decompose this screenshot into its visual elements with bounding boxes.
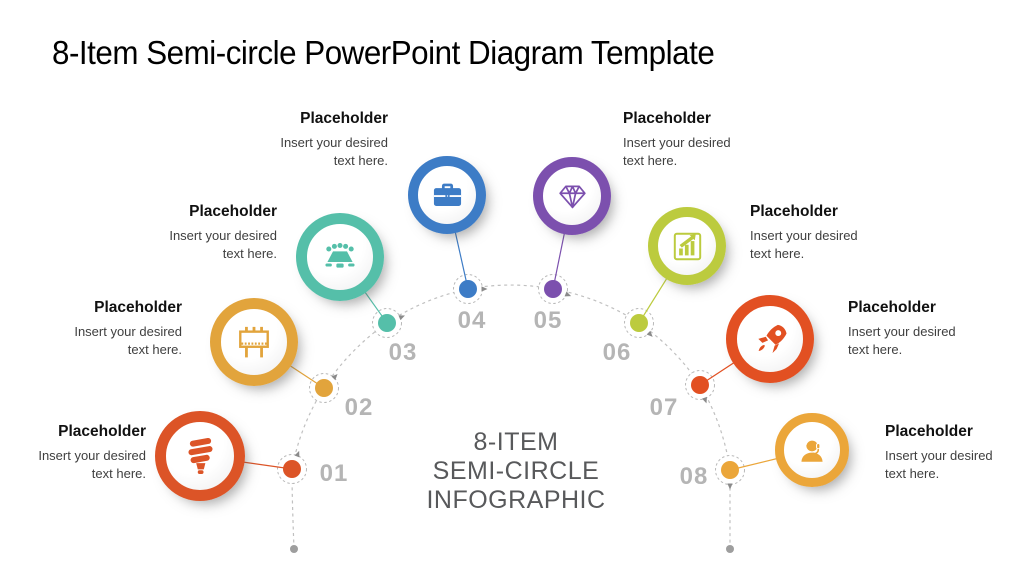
item-01-label: Placeholder Insert your desired text her… <box>28 423 146 482</box>
arc-arrow-icon <box>702 396 707 404</box>
growth-chart-icon <box>669 228 706 265</box>
item-heading: Placeholder <box>189 203 277 220</box>
center-caption-line1: 8-ITEM <box>473 428 559 456</box>
item-05-circle <box>533 157 611 235</box>
item-06-label: Placeholder Insert your desired text her… <box>750 203 868 262</box>
item-node-dot <box>283 460 301 478</box>
rocket-icon <box>749 318 791 360</box>
item-heading: Placeholder <box>848 299 936 316</box>
item-02-circle <box>210 298 298 386</box>
item-04-label: Placeholder Insert your desired text her… <box>270 110 388 169</box>
item-node-dot <box>691 376 709 394</box>
arc-arrow-icon <box>398 315 405 321</box>
item-body: Insert your desired text here. <box>885 448 993 481</box>
support-icon <box>794 432 830 468</box>
item-body: Insert your desired text here. <box>280 135 388 168</box>
item-heading: Placeholder <box>750 203 838 220</box>
item-02-number: 02 <box>344 394 374 421</box>
slide-title: 8-Item Semi-circle PowerPoint Diagram Te… <box>52 34 715 71</box>
meeting-icon <box>319 236 361 278</box>
item-node-dot <box>315 379 333 397</box>
item-03-label: Placeholder Insert your desired text her… <box>159 203 277 262</box>
item-01-number: 01 <box>319 460 349 487</box>
arc-end-dot <box>726 545 734 553</box>
item-body: Insert your desired text here. <box>74 324 182 357</box>
item-node-dot <box>630 314 648 332</box>
item-heading: Placeholder <box>300 110 388 127</box>
item-heading: Placeholder <box>58 423 146 440</box>
item-07-circle <box>726 295 814 383</box>
center-caption-line2: SEMI-CIRCLE <box>432 457 600 485</box>
item-04-number: 04 <box>457 307 487 334</box>
item-body: Insert your desired text here. <box>848 324 956 357</box>
item-05-number: 05 <box>533 307 563 334</box>
item-heading: Placeholder <box>94 299 182 316</box>
item-03-circle <box>296 213 384 301</box>
item-node-dot <box>544 280 562 298</box>
item-body: Insert your desired text here. <box>623 135 731 168</box>
billboard-icon <box>233 321 275 363</box>
item-node-dot <box>459 280 477 298</box>
item-03-number: 03 <box>388 339 418 366</box>
item-06-circle <box>648 207 726 285</box>
center-caption: 8-ITEM SEMI-CIRCLE INFOGRAPHIC <box>366 428 666 515</box>
item-node-dot <box>721 461 739 479</box>
cfl-bulb-icon <box>179 435 222 478</box>
arc-path <box>291 284 731 550</box>
item-07-label: Placeholder Insert your desired text her… <box>848 299 966 358</box>
center-caption-line3: INFOGRAPHIC <box>426 486 606 514</box>
briefcase-icon <box>429 177 466 214</box>
arc-arrow-icon <box>481 286 488 292</box>
item-node-dot <box>378 314 396 332</box>
arc-arrow-icon <box>294 450 300 458</box>
arc-arrow-icon <box>646 330 653 337</box>
item-body: Insert your desired text here. <box>750 228 858 261</box>
item-06-number: 06 <box>602 339 632 366</box>
item-heading: Placeholder <box>885 423 973 440</box>
item-body: Insert your desired text here. <box>38 448 146 481</box>
item-body: Insert your desired text here. <box>169 228 277 261</box>
item-08-number: 08 <box>679 463 709 490</box>
diamond-icon <box>554 178 591 215</box>
item-04-circle <box>408 156 486 234</box>
item-05-label: Placeholder Insert your desired text her… <box>623 110 741 169</box>
arc-end-dot <box>290 545 298 553</box>
item-01-circle <box>155 411 245 501</box>
arc-arrow-icon <box>331 373 338 381</box>
item-heading: Placeholder <box>623 110 711 127</box>
arc-arrow-icon <box>564 291 572 297</box>
item-07-number: 07 <box>649 394 679 421</box>
item-08-circle <box>775 413 849 487</box>
item-02-label: Placeholder Insert your desired text her… <box>64 299 182 358</box>
arc-arrow-icon <box>727 483 733 490</box>
item-08-label: Placeholder Insert your desired text her… <box>885 423 1003 482</box>
